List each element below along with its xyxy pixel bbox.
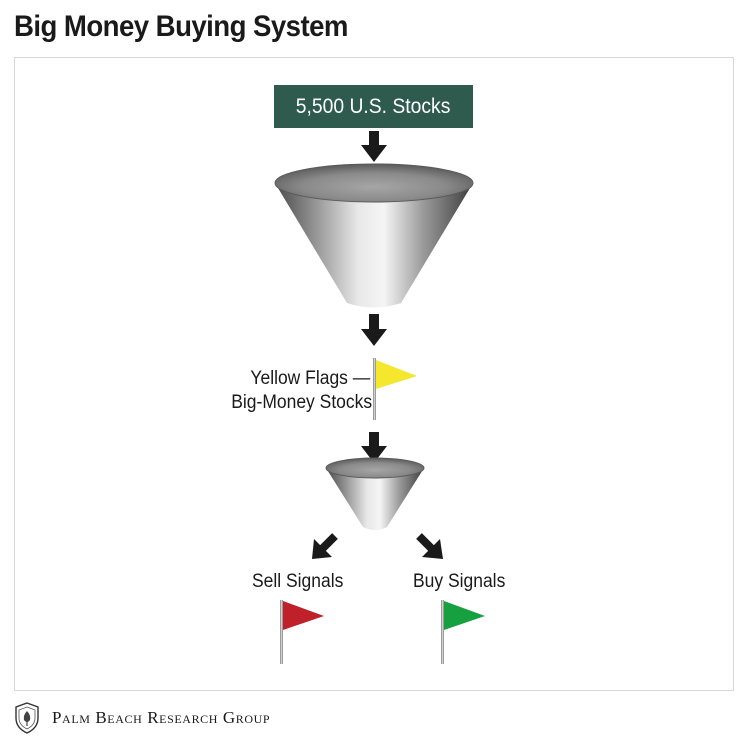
sell-signals-label: Sell Signals <box>252 571 344 592</box>
buy-signals-label: Buy Signals <box>413 571 506 592</box>
red-flag-icon <box>280 600 324 664</box>
yellow-flag-label-line2: Big-Money Stocks <box>231 392 373 413</box>
footer: Palm Beach Research Group <box>14 702 270 734</box>
seal-logo-icon <box>15 702 39 734</box>
yellow-flag-label-line1: Yellow Flags — <box>250 368 371 389</box>
yellow-flag-icon <box>373 358 417 420</box>
funnel-icon <box>325 457 425 530</box>
brand-name: Palm Beach Research Group <box>52 708 271 727</box>
arrow-down-icon <box>361 131 387 162</box>
funnel-icon <box>274 163 474 308</box>
arrow-down-icon <box>361 314 387 346</box>
green-flag-icon <box>441 600 485 664</box>
arrow-down-icon <box>361 432 387 463</box>
arrow-down-right-icon <box>416 533 443 559</box>
arrow-down-left-icon <box>312 533 338 559</box>
stock-universe-label: 5,500 U.S. Stocks <box>296 94 451 118</box>
page-title: Big Money Buying System <box>14 10 348 43</box>
stock-universe-box: 5,500 U.S. Stocks <box>274 85 473 128</box>
